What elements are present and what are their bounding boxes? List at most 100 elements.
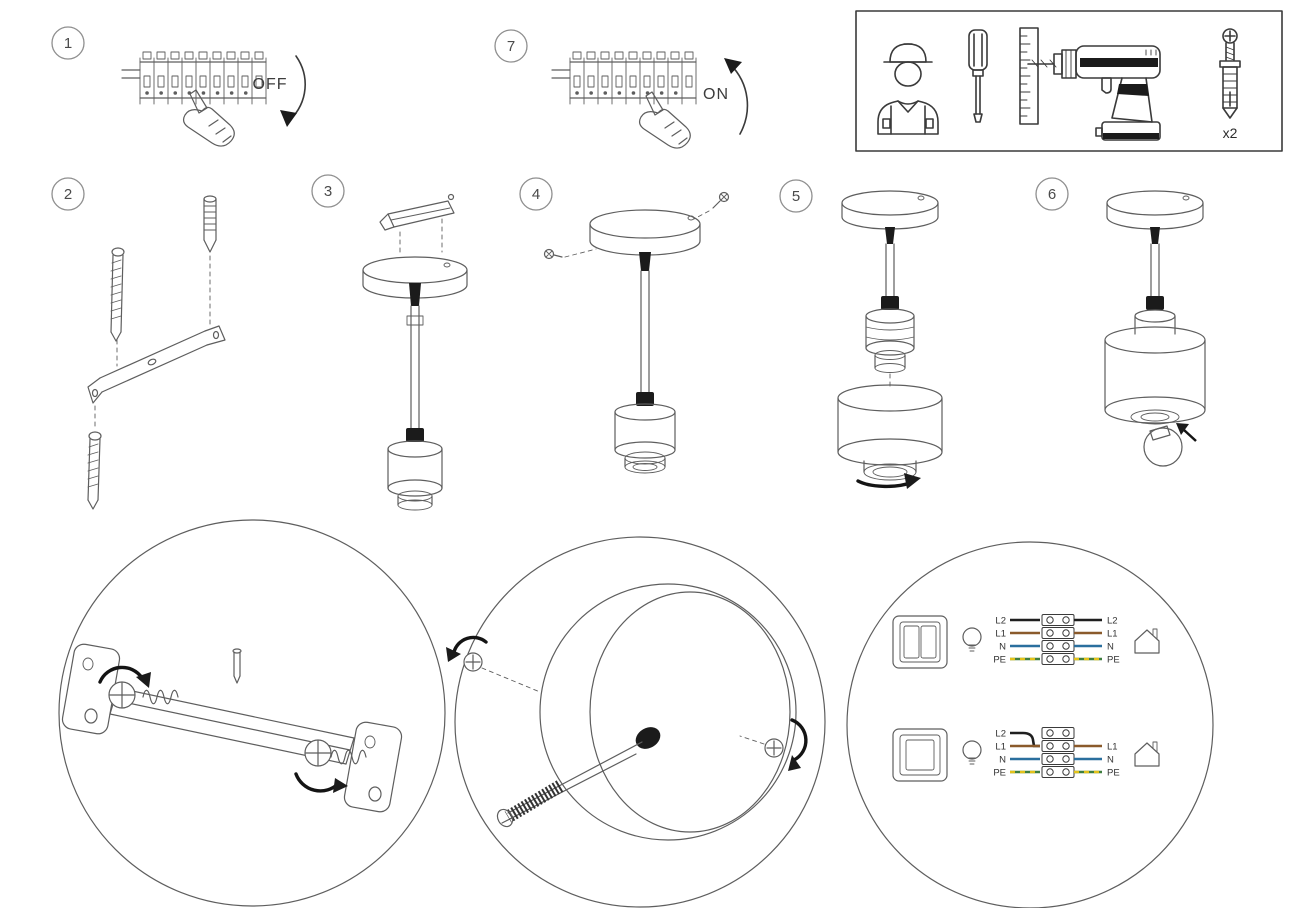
light-bulb xyxy=(1143,425,1183,467)
wall-plug-icon xyxy=(1219,28,1241,119)
arrowhead xyxy=(280,110,297,127)
mounted-bracket xyxy=(379,193,455,231)
step-6: 6 xyxy=(1035,177,1206,467)
suspension-rod xyxy=(885,243,895,297)
step-2-number: 2 xyxy=(64,186,72,203)
step-6-number: 6 xyxy=(1048,186,1056,203)
rod-connector xyxy=(1146,296,1164,310)
anchor-pin xyxy=(232,648,242,684)
step-6-badge xyxy=(1035,177,1069,211)
wire-label-pe: PE xyxy=(1107,655,1120,666)
arrow-up-icon xyxy=(729,63,749,135)
lamp-holder xyxy=(614,403,676,474)
cord-grommet xyxy=(639,252,651,271)
detail-circle xyxy=(58,519,446,907)
step-3-number: 3 xyxy=(324,183,332,200)
step-5: 5 xyxy=(779,179,943,489)
canopy-disc xyxy=(539,583,797,841)
arrowhead xyxy=(446,647,461,662)
alignment-line xyxy=(399,218,443,257)
arrowhead xyxy=(1176,423,1189,435)
step-5-badge xyxy=(779,179,813,213)
detail-circle xyxy=(454,536,826,908)
wire-label-n: N xyxy=(999,642,1006,653)
detail-bracket-screws xyxy=(58,519,446,907)
wire-label-pe: PE xyxy=(1107,768,1120,779)
step-4: 4 xyxy=(519,177,730,474)
arrowhead xyxy=(788,755,801,771)
rotate-arrow-icon xyxy=(98,665,144,684)
rotate-arrow-icon xyxy=(452,635,488,654)
alignment-line xyxy=(693,210,710,220)
detail-wiring: L2 L1 N PE L2 L1 N PE L2 L1 N PE xyxy=(846,541,1214,908)
phillips-screw xyxy=(764,738,784,758)
double-switch-icon xyxy=(892,615,948,669)
suspension-rod xyxy=(496,741,643,828)
step-2-badge xyxy=(51,177,85,211)
wall-plug xyxy=(203,195,217,253)
rotate-arrow-icon xyxy=(294,772,340,793)
suspension-rod xyxy=(640,270,650,393)
rotate-arrow-icon xyxy=(790,718,808,762)
screwdriver-icon xyxy=(968,29,988,123)
step-7-number: 7 xyxy=(507,38,515,55)
drill-icon xyxy=(1027,45,1161,141)
mounting-bracket xyxy=(87,325,226,404)
lamp-shade xyxy=(837,384,943,481)
detail-circle xyxy=(846,541,1214,908)
suspension-rod xyxy=(406,305,424,429)
alignment-line xyxy=(481,667,541,693)
step-3: 3 xyxy=(311,174,468,511)
mounting-screw xyxy=(110,247,125,342)
alignment-line xyxy=(564,248,597,258)
terminal-block xyxy=(1041,727,1075,778)
wire-label-l2: L2 xyxy=(995,729,1006,740)
step-3-badge xyxy=(311,174,345,208)
terminal-block xyxy=(1041,614,1075,665)
installer-icon xyxy=(877,43,939,135)
wire-label-l1: L1 xyxy=(1107,629,1118,640)
wire-label-n: N xyxy=(1107,755,1114,766)
insert-arrow xyxy=(1183,429,1197,442)
alignment-line xyxy=(739,735,765,745)
canopy-screw xyxy=(543,248,563,260)
step-4-badge xyxy=(519,177,553,211)
cord-grommet xyxy=(1150,227,1160,244)
bulb-icon xyxy=(962,740,982,765)
lamp-holder xyxy=(865,308,915,373)
step-7-badge xyxy=(494,29,528,63)
detail-canopy-screws xyxy=(446,536,826,908)
arrowhead xyxy=(136,672,151,688)
arrowhead xyxy=(333,778,348,793)
step-7-caption: ON xyxy=(703,86,729,103)
wire-label-n: N xyxy=(999,755,1006,766)
wire-label-l1: L1 xyxy=(995,629,1006,640)
house-icon xyxy=(1134,741,1160,767)
step-2: 2 xyxy=(51,177,226,510)
rotate-arrow-icon xyxy=(856,479,912,489)
rod-connector xyxy=(881,296,899,310)
ceiling-canopy xyxy=(841,190,939,230)
wire-l2-bridge xyxy=(1010,731,1040,748)
knurled-grip xyxy=(504,780,564,823)
lamp-shade xyxy=(1104,309,1206,425)
step-7: 7 ON xyxy=(494,29,749,149)
wire-label-l1: L1 xyxy=(995,742,1006,753)
canopy-screw xyxy=(712,191,730,209)
cord-grommet xyxy=(409,283,421,306)
wire-label-l2: L2 xyxy=(1107,616,1118,627)
step-4-number: 4 xyxy=(532,186,540,203)
cord-grommet xyxy=(885,227,895,244)
phillips-screw xyxy=(463,652,483,672)
alignment-line xyxy=(94,255,211,431)
phillips-screw xyxy=(304,739,367,767)
wire-label-l2: L2 xyxy=(995,616,1006,627)
toolbox-frame xyxy=(855,10,1283,152)
arrowhead xyxy=(904,473,921,489)
cord-grommet xyxy=(635,727,661,749)
ruler-icon xyxy=(1019,27,1039,125)
ceiling-canopy xyxy=(589,209,701,256)
wire-label-l1: L1 xyxy=(1107,742,1118,753)
